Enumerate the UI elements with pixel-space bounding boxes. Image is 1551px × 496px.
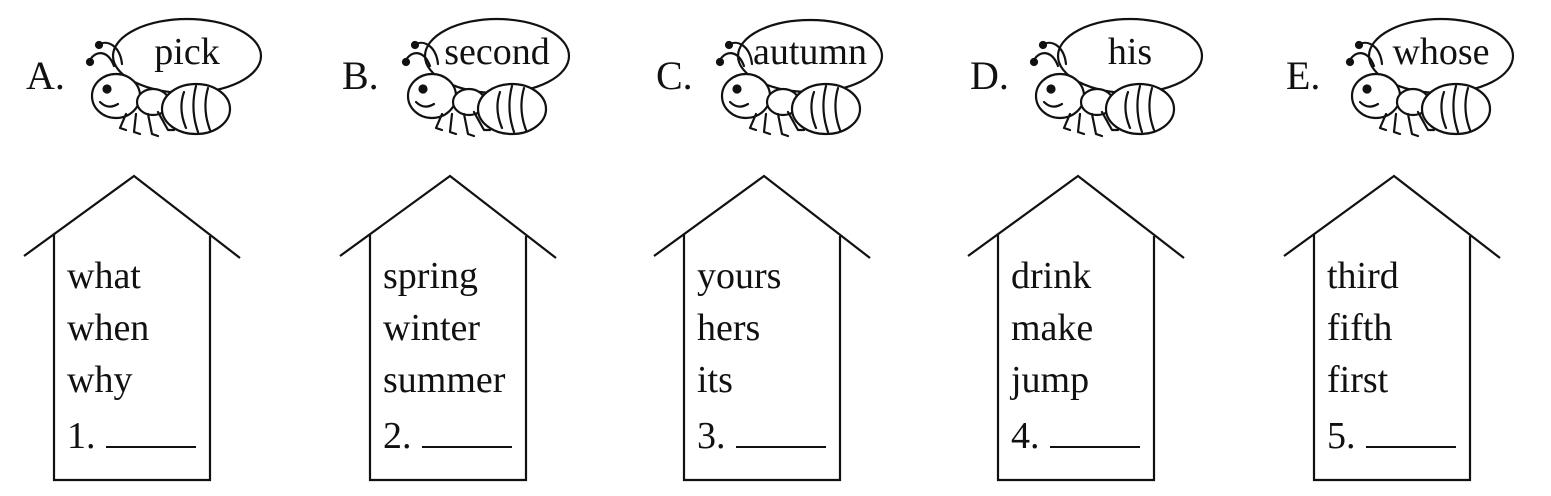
answer-blank-2[interactable]: 2. — [383, 406, 512, 462]
blank-number: 1. — [67, 415, 96, 457]
house-word: summer — [383, 359, 506, 401]
blank-number: 3. — [697, 415, 726, 457]
blank-rule[interactable] — [421, 406, 512, 448]
house-word: third — [1327, 255, 1399, 297]
blank-number: 5. — [1327, 415, 1356, 457]
bubble-word-a: pick — [154, 31, 220, 73]
option-letter-d: D. — [970, 53, 1009, 98]
option-letter-c: C. — [656, 53, 693, 98]
house-outline-1 — [23, 174, 241, 482]
house-outline-2 — [339, 174, 557, 482]
option-letter-e: E. — [1286, 53, 1321, 98]
house-outline-3 — [653, 174, 871, 482]
blank-rule[interactable] — [105, 406, 196, 448]
ant-icon — [715, 18, 884, 138]
blank-rule[interactable] — [1049, 406, 1140, 448]
ant-icon — [401, 17, 571, 138]
house-word: spring — [383, 255, 478, 297]
column-c: C. autumn — [652, 0, 912, 496]
answer-blank-4[interactable]: 4. — [1011, 406, 1140, 462]
house-word: jump — [1011, 359, 1090, 401]
blank-rule[interactable] — [735, 406, 826, 448]
ant-icon — [1345, 17, 1515, 138]
house-word-list-2: spring winter summer — [383, 250, 505, 406]
house-word-list-3: yours hers its — [697, 250, 781, 406]
house-word: yours — [697, 255, 782, 297]
ant-icon — [85, 17, 263, 138]
option-letter-a: A. — [26, 53, 65, 98]
house-word: its — [697, 359, 733, 401]
bubble-word-e: whose — [1392, 31, 1490, 73]
answer-blank-1[interactable]: 1. — [67, 406, 196, 462]
house-word-list-5: third fifth first — [1327, 250, 1399, 406]
house-word: fifth — [1327, 307, 1393, 349]
option-letter-b: B. — [342, 53, 379, 98]
house-word: why — [67, 359, 133, 401]
house-word: drink — [1011, 255, 1092, 297]
column-e: E. whose — [1282, 0, 1542, 496]
column-b: B. second — [338, 0, 598, 496]
house-word: first — [1327, 359, 1389, 401]
column-a: A. pick — [22, 0, 282, 496]
answer-blank-3[interactable]: 3. — [697, 406, 826, 462]
blank-rule[interactable] — [1365, 406, 1456, 448]
house-outline-5 — [1283, 174, 1501, 482]
bubble-word-c: autumn — [753, 31, 867, 73]
bubble-word-b: second — [444, 31, 550, 73]
bubble-word-d: his — [1107, 31, 1153, 73]
house-word: hers — [697, 307, 761, 349]
house-word-list-4: drink make jump — [1011, 250, 1093, 406]
answer-blank-5[interactable]: 5. — [1327, 406, 1456, 462]
house-word-list-1: what when why — [67, 250, 149, 406]
house-word: winter — [383, 307, 481, 349]
house-word: what — [67, 255, 141, 297]
ant-icon — [1029, 17, 1204, 138]
house-word: when — [67, 307, 150, 349]
column-d: D. his — [966, 0, 1226, 496]
house-outline-4 — [967, 174, 1185, 482]
house-word: make — [1011, 307, 1094, 349]
blank-number: 2. — [383, 415, 412, 457]
blank-number: 4. — [1011, 415, 1040, 457]
